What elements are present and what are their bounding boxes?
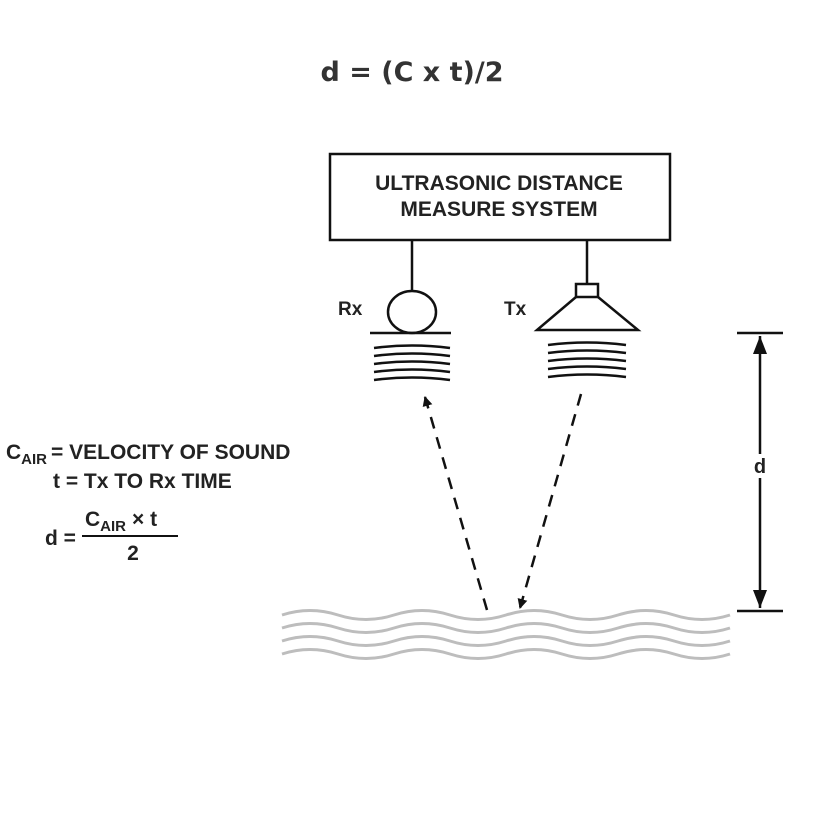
c-symbol: C (6, 441, 21, 464)
echo-path-arrow (422, 396, 489, 611)
system-box-line2: MEASURE SYSTEM (400, 198, 597, 221)
numerator-rest: × t (132, 508, 157, 531)
system-box: ULTRASONIC DISTANCE MEASURE SYSTEM (328, 152, 672, 242)
receiver-icon (370, 240, 451, 335)
numerator-subscript: AIR (100, 518, 126, 535)
water-surface-icon (281, 609, 731, 660)
formula-lhs: d = (45, 527, 76, 550)
c-definition: = VELOCITY OF SOUND (51, 441, 290, 464)
arrow-icon (753, 336, 767, 354)
distance-label: d (754, 456, 766, 478)
system-box-line1: ULTRASONIC DISTANCE (375, 172, 623, 195)
formula-numerator: CAIR × t (85, 508, 157, 535)
receiver-label: Rx (338, 299, 363, 320)
distance-marker (737, 331, 783, 613)
emitted-path-arrow (517, 393, 583, 609)
sound-wave-icon (373, 344, 451, 382)
legend-velocity: CAIR= VELOCITY OF SOUND (6, 441, 290, 468)
legend: CAIR= VELOCITY OF SOUND t = Tx TO Rx TIM… (6, 441, 290, 565)
c-subscript: AIR (21, 451, 47, 468)
page-title: d = (C x t)/2 (320, 57, 503, 88)
transmitter-icon (533, 240, 642, 332)
legend-time: t = Tx TO Rx TIME (53, 470, 232, 493)
formula-denominator: 2 (127, 542, 139, 565)
arrow-icon (753, 590, 767, 608)
transmitter-label: Tx (504, 299, 527, 320)
sound-wave-icon (547, 341, 627, 379)
numerator-symbol: C (85, 508, 100, 531)
